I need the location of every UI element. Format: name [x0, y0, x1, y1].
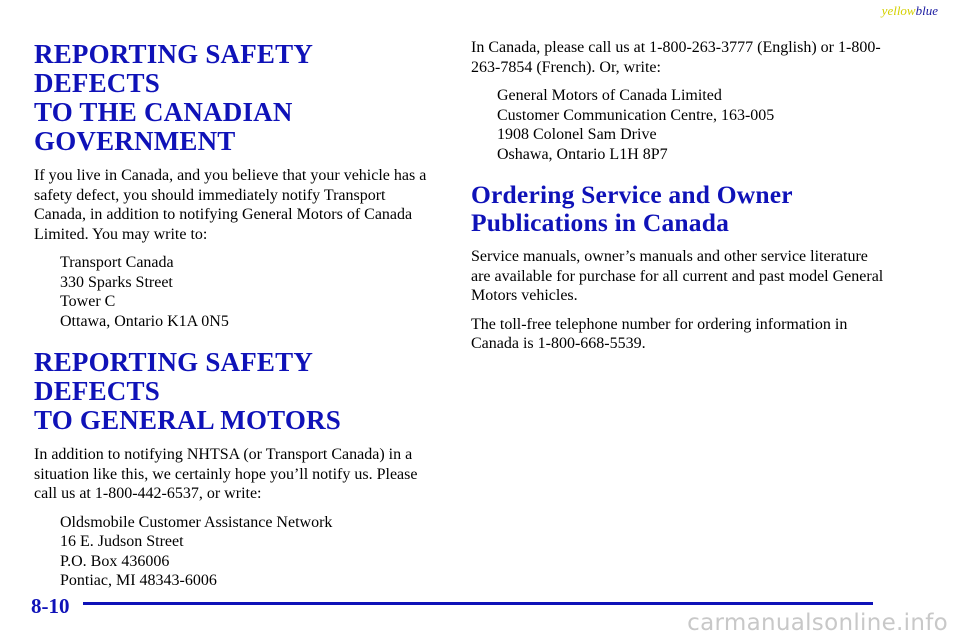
address-line: Customer Communication Centre, 163-005 [497, 106, 775, 124]
heading-line: Ordering Service and Owner [471, 180, 793, 209]
address-line: 1908 Colonel Sam Drive [497, 126, 657, 143]
address-oldsmobile: Oldsmobile Customer Assistance Network 1… [60, 513, 439, 591]
paragraph-notify-gm: In addition to notifying NHTSA (or Trans… [34, 446, 418, 502]
address-line: P.O. Box 436006 [60, 552, 170, 570]
heading-line: REPORTING SAFETY DEFECTS [34, 39, 313, 98]
heading-ordering-publications: Ordering Service and Owner Publications … [471, 181, 891, 237]
heading-line: TO THE CANADIAN [34, 97, 293, 127]
left-column: REPORTING SAFETY DEFECTS TO THE CANADIAN… [34, 40, 439, 591]
address-line: General Motors of Canada Limited [497, 87, 722, 104]
watermark: carmanualsonline.info [687, 610, 948, 636]
address-line: Transport Canada [60, 254, 174, 271]
page-number: 8-10 [31, 594, 70, 618]
corner-mark-yellow: yellow [881, 3, 916, 18]
heading-line: TO GENERAL MOTORS [34, 405, 341, 435]
corner-mark: yellowblue [882, 3, 938, 19]
paragraph-toll-free: The toll-free telephone number for order… [471, 315, 848, 353]
footer-rule [83, 602, 873, 605]
heading-canadian-government: REPORTING SAFETY DEFECTS TO THE CANADIAN… [34, 40, 439, 156]
heading-general-motors: REPORTING SAFETY DEFECTS TO GENERAL MOTO… [34, 348, 439, 435]
address-transport-canada: Transport Canada 330 Sparks Street Tower… [60, 253, 439, 331]
address-line: Tower C [60, 293, 116, 310]
address-line: Pontiac, MI 48343-6006 [60, 572, 217, 589]
paragraph-canada-phone: In Canada, please call us at 1-800-263-3… [471, 39, 881, 76]
paragraph-service-manuals: Service manuals, owner’s manuals and oth… [471, 248, 884, 304]
corner-mark-blue: blue [915, 3, 938, 18]
heading-line: REPORTING SAFETY DEFECTS [34, 347, 313, 406]
address-line: 330 Sparks Street [60, 273, 173, 291]
address-line: 16 E. Judson Street [60, 533, 184, 550]
address-gm-canada: General Motors of Canada Limited Custome… [497, 86, 891, 164]
address-line: Oshawa, Ontario L1H 8P7 [497, 145, 668, 163]
heading-line: GOVERNMENT [34, 126, 236, 156]
right-column: In Canada, please call us at 1-800-263-3… [471, 38, 891, 354]
paragraph-canada-defect: If you live in Canada, and you believe t… [34, 167, 427, 243]
address-line: Ottawa, Ontario K1A 0N5 [60, 312, 229, 330]
heading-line: Publications in Canada [471, 208, 730, 237]
address-line: Oldsmobile Customer Assistance Network [60, 513, 333, 531]
